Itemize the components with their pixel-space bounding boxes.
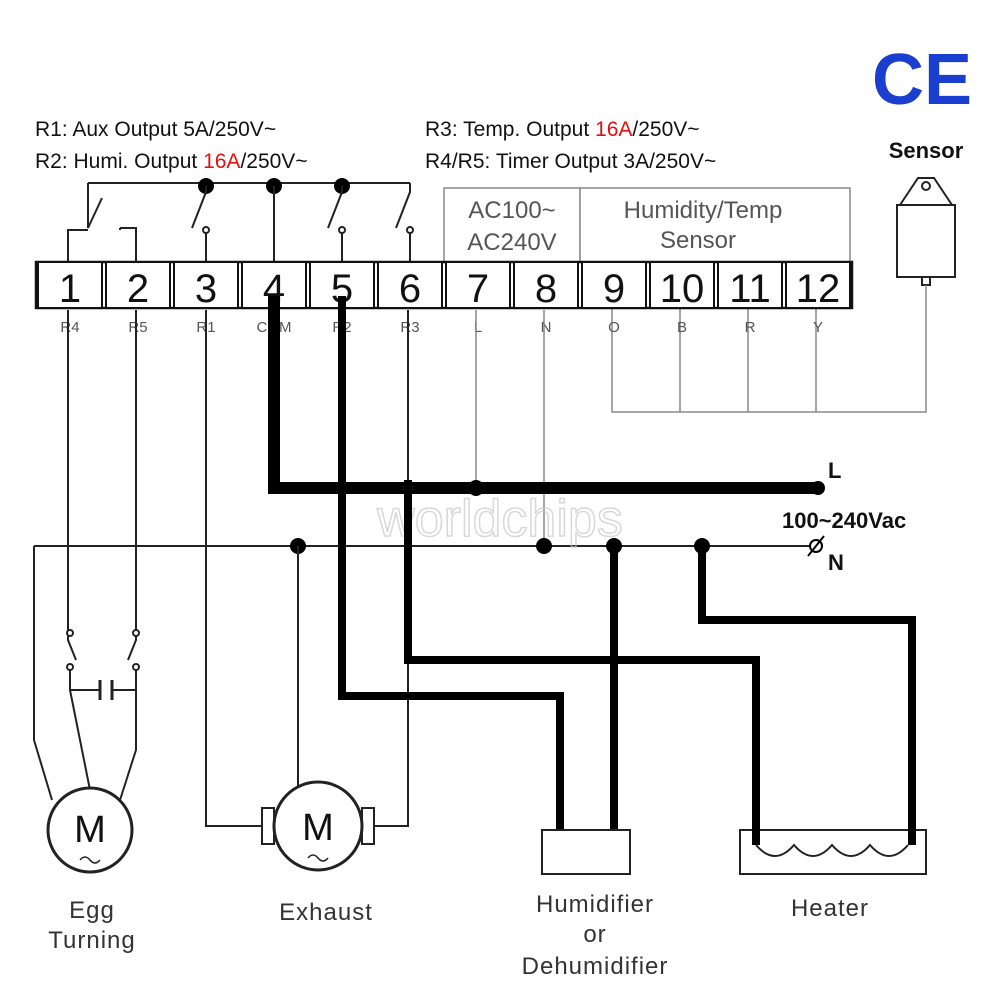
terminal-number-7: 7 — [467, 267, 489, 311]
terminal-number-1: 1 — [59, 267, 81, 311]
terminal-label-11: R — [745, 319, 756, 336]
terminal-cell-10 — [649, 261, 715, 309]
humidifier-label-line3: Dehumidifier — [522, 953, 669, 980]
egg-turning-motor: M — [33, 546, 140, 874]
terminal-label-2: R5 — [128, 319, 147, 336]
power-box: AC100~ AC240V — [443, 187, 581, 263]
terminal-number-3: 3 — [195, 267, 217, 311]
supply-l-label: L — [828, 458, 841, 483]
spec-r3: R3: Temp. Output 16A/250V~ — [425, 118, 700, 141]
exhaust-label: Exhaust — [279, 899, 373, 926]
rail-junction-dot — [536, 538, 552, 554]
terminal-number-12: 12 — [796, 267, 841, 311]
sensor-box-line1: Humidity/Temp — [624, 197, 783, 224]
terminal-strip-frame — [34, 260, 854, 310]
terminal-number-2: 2 — [127, 267, 149, 311]
spec-r2-highlight: 16A — [203, 150, 240, 173]
terminal-number-8: 8 — [535, 267, 557, 311]
terminal-cell-7 — [445, 261, 511, 309]
terminal-cell-11 — [717, 261, 783, 309]
sensor-box-line2: Sensor — [660, 227, 736, 254]
terminal-cell-1 — [37, 261, 103, 309]
terminal-label-1: R4 — [60, 319, 79, 336]
rail-junction-dot — [468, 480, 484, 496]
terminal-label-10: B — [677, 319, 687, 336]
exhaust-motor-symbol: M — [302, 807, 334, 849]
power-box-line1: AC100~ — [468, 197, 555, 224]
terminal-cell-6 — [377, 261, 443, 309]
terminal-wires — [67, 310, 545, 827]
terminal-cell-12 — [785, 261, 851, 309]
egg-turning-label-line2: Turning — [48, 927, 135, 954]
humidifier-label-line2: or — [583, 921, 606, 948]
spec-r2: R2: Humi. Output 16A/250V~ — [35, 150, 308, 173]
exhaust-motor: M — [261, 546, 375, 872]
terminal-label-7: L — [474, 319, 482, 336]
terminal-label-9: O — [608, 319, 620, 336]
humidifier-label-line1: Humidifier — [536, 891, 654, 918]
terminal-cell-9 — [581, 261, 647, 309]
terminal-cell-3 — [173, 261, 239, 309]
power-box-line2: AC240V — [467, 229, 556, 256]
heater-label: Heater — [791, 895, 869, 922]
supply-voltage-label: 100~240Vac — [782, 508, 906, 533]
watermark: worldchips — [376, 490, 623, 548]
egg-turning-label-line1: Egg — [69, 897, 115, 924]
humidifier-device — [338, 296, 648, 875]
relay-contacts — [67, 178, 414, 262]
supply-n-label: N — [828, 550, 844, 575]
ce-mark-icon: CE — [872, 40, 972, 120]
terminal-number-10: 10 — [660, 267, 705, 311]
spec-r1: R1: Aux Output 5A/250V~ — [35, 118, 276, 141]
terminal-label-12: Y — [813, 319, 823, 336]
sensor-probe-icon — [611, 177, 956, 413]
terminal-number-9: 9 — [603, 267, 625, 311]
terminal-label-6: R3 — [400, 319, 419, 336]
heater-device — [648, 546, 927, 875]
spec-r3-highlight: 16A — [595, 118, 632, 141]
terminal-cell-8 — [513, 261, 579, 309]
terminal-number-6: 6 — [399, 267, 421, 311]
egg-motor-symbol: M — [74, 809, 106, 851]
spec-r4-r5: R4/R5: Timer Output 3A/250V~ — [425, 150, 716, 173]
sensor-label: Sensor — [889, 138, 964, 163]
terminal-number-11: 11 — [729, 267, 771, 311]
terminal-number-5: 5 — [331, 267, 353, 311]
terminal-cell-2 — [105, 261, 171, 309]
terminal-label-8: N — [541, 319, 552, 336]
sensor-box: Humidity/Temp Sensor — [579, 187, 851, 263]
